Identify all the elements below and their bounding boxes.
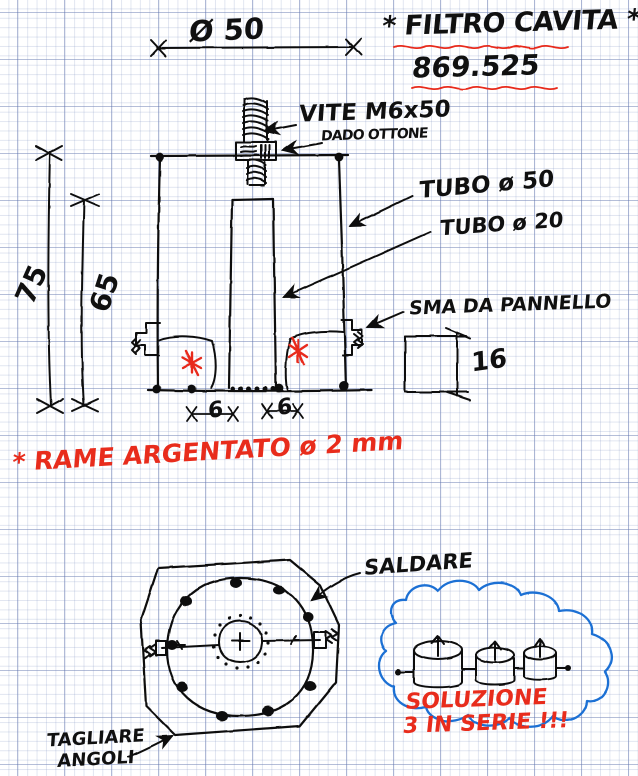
cavity-top-plate bbox=[149, 153, 350, 158]
inner-post-base-dots bbox=[230, 386, 276, 392]
plan-tap-left bbox=[143, 640, 220, 659]
dim-height-75-line bbox=[35, 145, 64, 414]
dim-16-line bbox=[445, 327, 471, 401]
coupling-loop-right bbox=[284, 330, 344, 390]
dim-diameter-50-line bbox=[150, 38, 362, 57]
brass-nut bbox=[235, 141, 277, 161]
cavity-outer-wall-right bbox=[337, 158, 348, 391]
sma-detail-rect bbox=[404, 335, 469, 393]
plan-tap-right bbox=[261, 628, 339, 649]
weld-dot-top-right bbox=[334, 152, 344, 162]
cloud-cylinder-1 bbox=[413, 635, 463, 689]
dim-offset-left-6-line bbox=[186, 406, 239, 422]
red-asterisk-left bbox=[181, 349, 203, 377]
leader-dado bbox=[280, 139, 323, 156]
cavity-base-plate bbox=[146, 388, 374, 393]
weld-dot-base-left bbox=[152, 384, 162, 394]
cloud-series-wiring bbox=[395, 665, 571, 675]
plan-center-post bbox=[218, 620, 264, 663]
plan-screw-holes bbox=[166, 578, 316, 721]
dim-offset-right-6-line bbox=[261, 403, 304, 419]
weld-dot-base-inner-left bbox=[187, 384, 197, 394]
coupling-loop-left bbox=[158, 335, 217, 389]
screw-lower-shank bbox=[246, 158, 267, 186]
weld-dot-base-right bbox=[339, 381, 349, 391]
leader-sma bbox=[365, 311, 404, 329]
plan-plate-octagon bbox=[139, 558, 341, 737]
sma-connector-left bbox=[131, 322, 161, 356]
dim-height-65-line bbox=[70, 193, 100, 412]
title-underline bbox=[393, 44, 569, 50]
cloud-cylinder-3 bbox=[523, 638, 557, 681]
cloud-cylinder-2 bbox=[475, 640, 515, 686]
cavity-outer-wall-left bbox=[156, 156, 162, 391]
leader-tubo50 bbox=[348, 195, 413, 227]
leader-tagliare bbox=[127, 735, 174, 758]
reference-underline bbox=[411, 85, 558, 91]
leader-tubo20 bbox=[281, 231, 431, 299]
leader-saldare bbox=[310, 572, 361, 602]
inner-post-tube bbox=[227, 197, 278, 390]
sma-connector-right bbox=[341, 319, 364, 356]
red-asterisk-right bbox=[287, 336, 309, 366]
cloud-outline bbox=[377, 579, 614, 728]
screw-threaded-rod bbox=[242, 96, 269, 142]
leader-vite bbox=[262, 120, 297, 136]
